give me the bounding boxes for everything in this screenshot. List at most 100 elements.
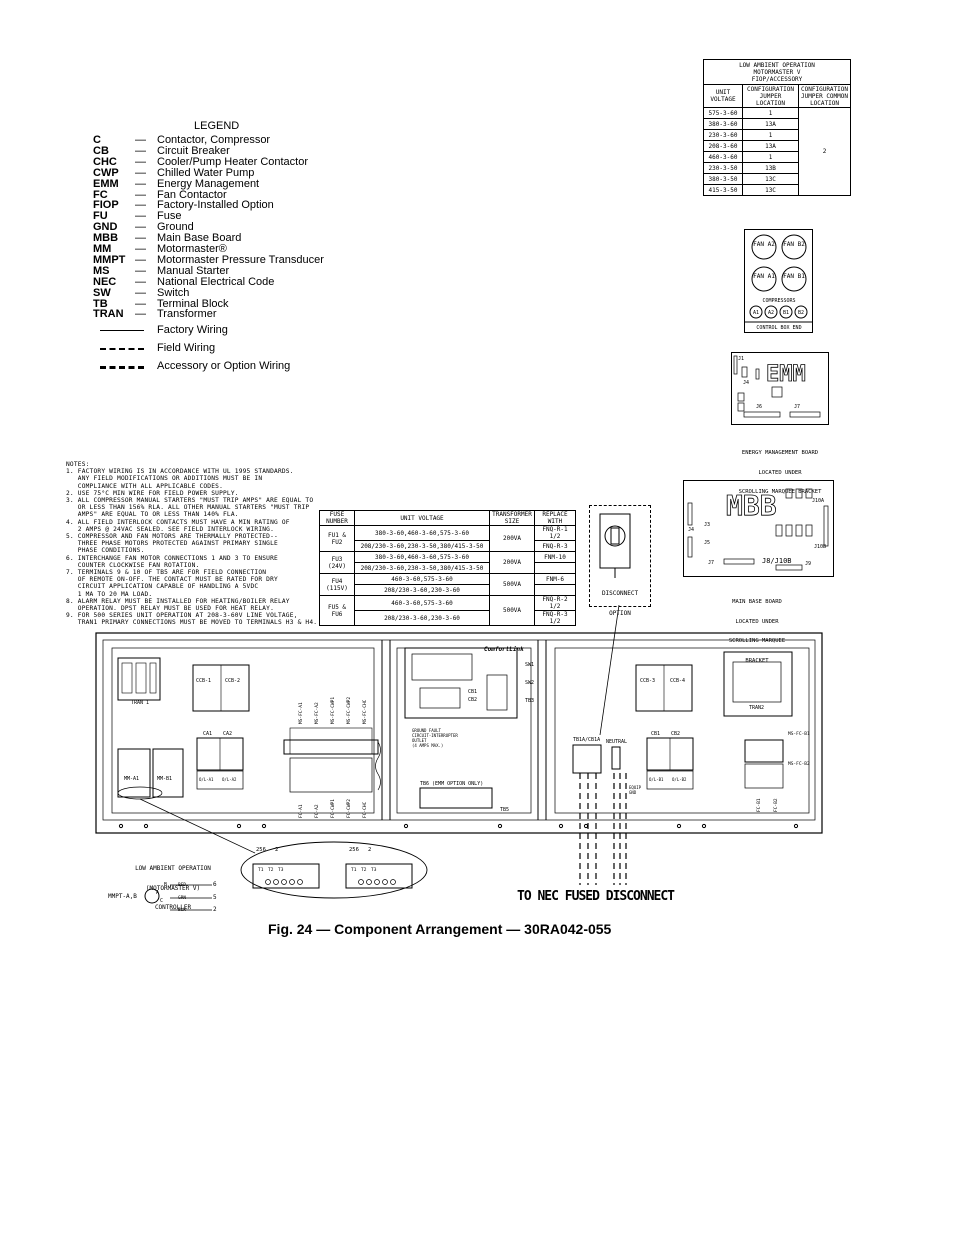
- note-line: OF REMOTE ON-OFF. THE CONTACT MUST BE RA…: [66, 576, 278, 584]
- panel-outline: [95, 632, 823, 834]
- legend-abbr: NEC: [93, 275, 117, 288]
- note-line: 6. INTERCHANGE FAN MOTOR CONNECTIONS 1 A…: [66, 554, 278, 562]
- controller-title-line: (MOTORMASTER V): [145, 884, 201, 892]
- neutral-label: NEUTRAL: [606, 739, 627, 745]
- overload-label: O/L-A2: [222, 777, 237, 782]
- switch-label: SW2: [525, 680, 534, 686]
- fc-label: FC-CWP1: [330, 799, 336, 818]
- wiring-legend-desc: Accessory or Option Wiring: [157, 360, 291, 372]
- overload-label: O/L-B2: [672, 777, 687, 782]
- disconnect-option: DISCONNECT OPTION: [589, 505, 651, 616]
- fc-label: FC-A2: [314, 804, 320, 818]
- mount-holes: [118, 823, 799, 829]
- note-line: ANY FIELD MODIFICATIONS OR ADDITIONS MUS…: [66, 475, 263, 483]
- wire-color: RED: [178, 882, 186, 888]
- ca1-label: CA1: [203, 731, 212, 737]
- wire-color: BLK: [178, 907, 186, 913]
- transformer-size-cell: 500VA: [489, 595, 535, 626]
- fuse-number-cell: FU1 & FU2: [319, 525, 355, 552]
- wire-terminal: 6: [213, 881, 217, 888]
- legend-desc: Manual Starter: [157, 264, 230, 277]
- fan-label: FAN A2: [753, 241, 775, 248]
- legend-desc: Switch: [157, 286, 190, 299]
- mount-hole: [583, 823, 589, 829]
- tran2-label: TRAN2: [749, 705, 764, 711]
- legend-desc: Factory-Installed Option: [157, 199, 274, 212]
- legend-dash: —: [135, 177, 146, 190]
- ccb2-label: CCB-2: [225, 678, 240, 684]
- mmpt-pin: C: [160, 898, 163, 904]
- gfci-label: OUTLET: [412, 738, 427, 743]
- legend-dash: —: [135, 308, 146, 321]
- legend-desc: Contactor, Compressor: [157, 134, 271, 146]
- legend-desc: Terminal Block: [157, 297, 229, 310]
- legend-dash: —: [135, 275, 146, 288]
- note-line: CIRCUIT APPLICATION CAPABLE OF HANDLING …: [66, 583, 259, 591]
- legend-dash: —: [135, 297, 146, 310]
- mmpt-pin: A: [156, 890, 159, 896]
- overload-label: O/L-A1: [199, 777, 214, 782]
- mbb-caption: MAIN BASE BOARD LOCATED UNDER SCROLLING …: [697, 586, 817, 671]
- controller-title: LOW AMBIENT OPERATION (MOTORMASTER V) CO…: [118, 853, 228, 918]
- legend-desc: Motormaster Pressure Transducer: [157, 253, 324, 266]
- dashed-line-sample: [100, 348, 144, 350]
- note-line: COUNTER CLOCKWISE FAN ROTATION.: [66, 561, 200, 569]
- unit-voltage-cell: 208/230-3-60,230-3-60: [354, 610, 490, 626]
- fan-b2: [781, 234, 807, 260]
- mount-hole: [676, 823, 682, 829]
- legend-abbr: MBB: [93, 232, 119, 245]
- terminal-label: T1: [258, 867, 264, 873]
- wire-terminal: 2: [213, 906, 217, 913]
- mount-hole: [236, 823, 242, 829]
- fc-b2-label: FC-B2: [773, 798, 779, 812]
- ca2-label: CA2: [223, 731, 232, 737]
- connector-label: J10B: [814, 544, 826, 550]
- cb-label: CB1: [468, 689, 477, 695]
- emm-caption-line: LOCATED UNDER: [758, 469, 802, 476]
- cb-label: CB2: [468, 697, 477, 703]
- gfci-label: (4 AMPS MAX.): [412, 743, 443, 748]
- fc-b1-label: FC-B1: [756, 798, 762, 812]
- fan-a2: [751, 234, 777, 260]
- emm-caption-line: SCROLLING MARQUEE BRACKET: [738, 489, 822, 495]
- mm-a1-label: MM-A1: [124, 776, 139, 782]
- mount-hole: [701, 823, 707, 829]
- mount-hole: [118, 823, 124, 829]
- mount-hole: [793, 823, 799, 829]
- mount-hole: [403, 823, 409, 829]
- mount-hole: [261, 823, 267, 829]
- legend-abbr: FC: [93, 188, 108, 201]
- comfortlink-label: ComfortLink: [484, 646, 524, 653]
- header-unit-voltage: UNIT VOLTAGE: [703, 84, 743, 108]
- control-box-end-label: CONTROL BOX END: [756, 325, 801, 331]
- nec-disconnect-label: TO NEC FUSED DISCONNECT: [517, 889, 675, 904]
- controller-title-line: LOW AMBIENT OPERATION: [135, 865, 211, 872]
- ccb3-label: CCB-3: [640, 678, 655, 684]
- jumper-location-cell: 13C: [741, 184, 800, 196]
- tb5-label: TB5: [500, 807, 509, 813]
- legend-abbr: FIOP: [93, 199, 119, 212]
- wire-terminal: 5: [213, 894, 217, 901]
- mm-b1-label: MM-B1: [157, 776, 172, 782]
- legend-dash: —: [135, 134, 146, 146]
- legend-abbr: C: [93, 134, 101, 146]
- fc-label: FC-CHC: [362, 801, 368, 818]
- ms-fc-b1-label: MS-FC-B1: [788, 731, 810, 737]
- note-line: COMPLIANCE WITH ALL APPLICABLE CODES.: [66, 482, 224, 490]
- legend-dash: —: [135, 155, 146, 168]
- fan-b1: [781, 266, 807, 292]
- figure-caption: Fig. 24 — Component Arrangement — 30RA04…: [268, 921, 612, 937]
- note-line: 9. FOR 500 SERIES UNIT OPERATION AT 208-…: [66, 612, 298, 620]
- connector-label: J4: [743, 380, 749, 386]
- legend-abbr: FU: [93, 210, 108, 223]
- fan-layout: FAN A2 FAN B2 FAN A1 FAN B1 COMPRESSORS …: [744, 229, 813, 333]
- tb6-label: TB6 (EMM OPTION ONLY): [420, 781, 483, 787]
- note-line: 2 AMPS @ 24VAC SEALED. SEE FIELD INTERLO…: [66, 525, 275, 533]
- mount-hole: [558, 823, 564, 829]
- connector-label: J1: [738, 356, 744, 362]
- legend-desc: Fan Contactor: [157, 188, 227, 201]
